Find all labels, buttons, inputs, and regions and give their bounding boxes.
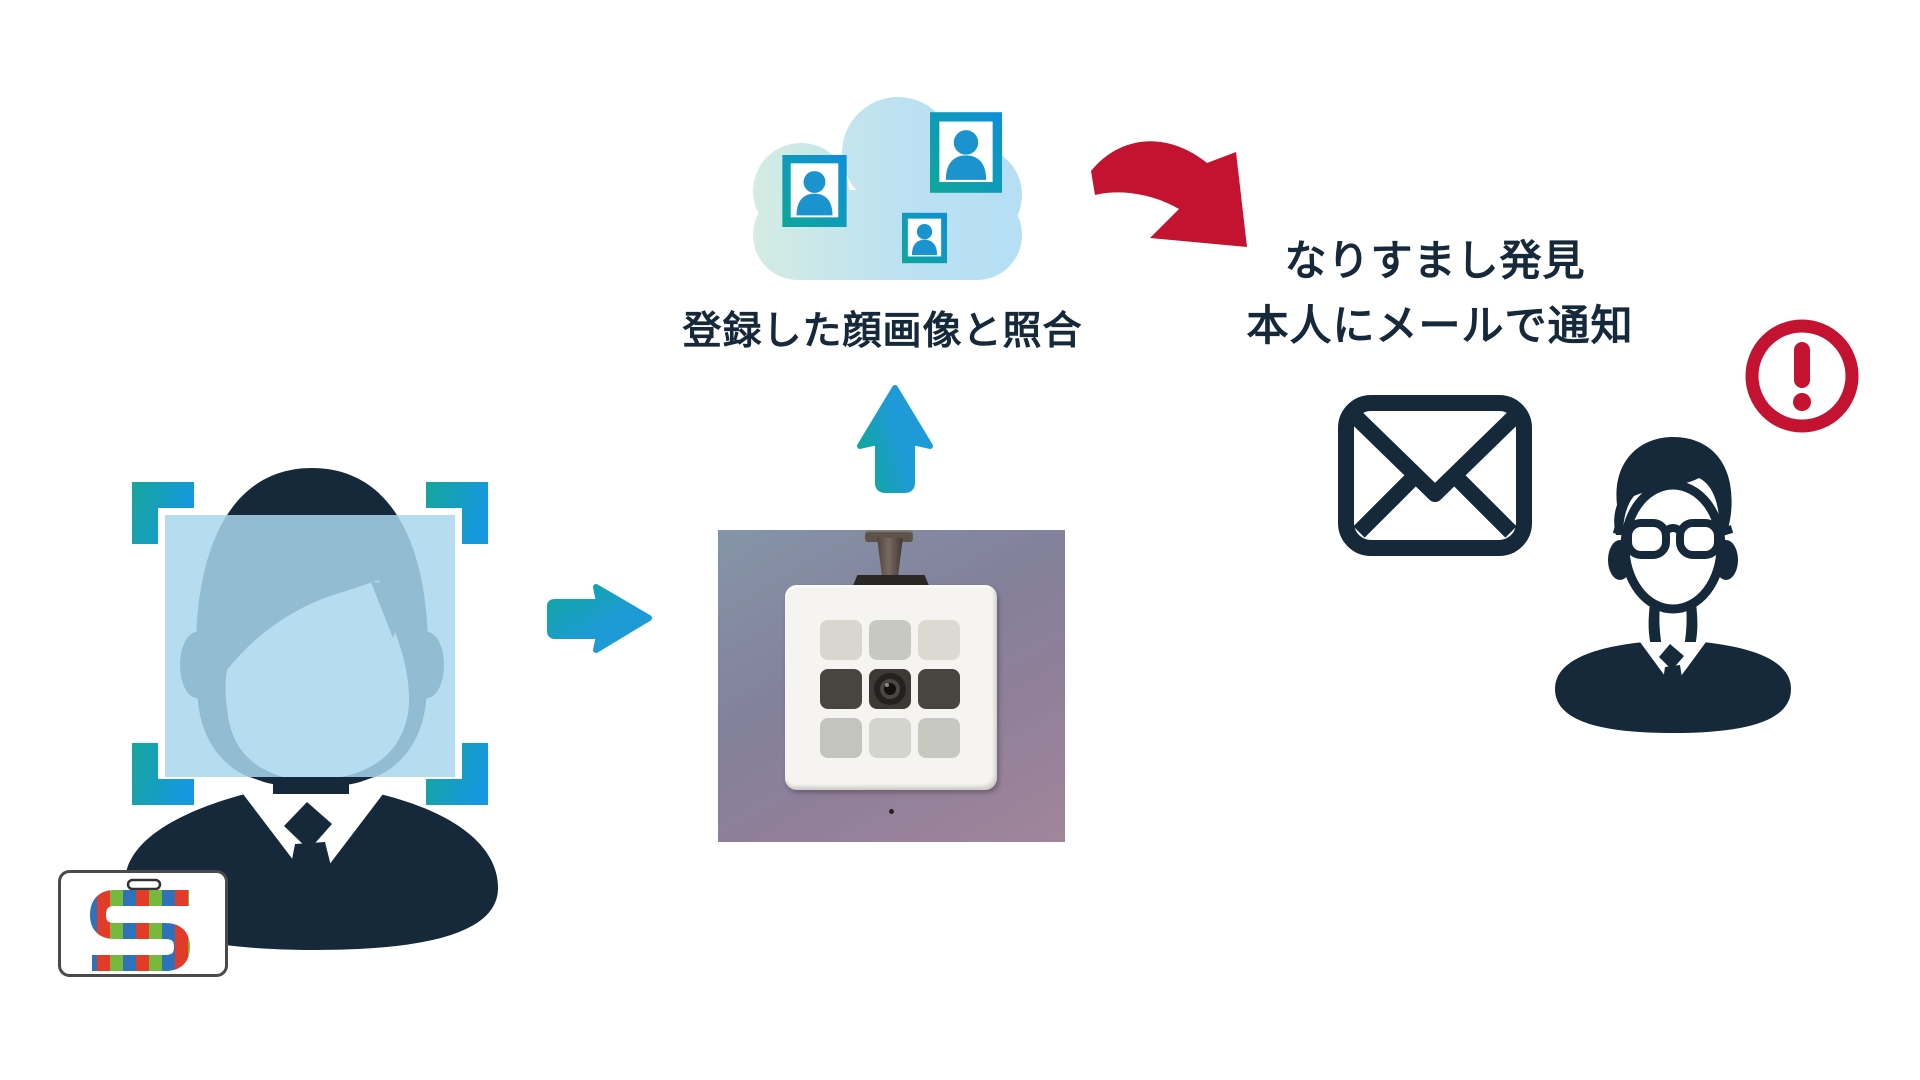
camera-pad <box>820 669 862 709</box>
camera-pad <box>918 620 960 660</box>
arrow-up-icon <box>857 385 933 493</box>
camera-device <box>785 585 997 814</box>
arrow-right-icon <box>547 584 652 653</box>
camera-pad <box>918 718 960 758</box>
glasses-icon <box>1612 519 1734 559</box>
camera-mount-stem <box>877 538 903 578</box>
camera-led-dot <box>889 809 894 814</box>
badge-slot <box>126 878 162 891</box>
face-photo-frame-icon <box>782 155 847 227</box>
face-photo-frame-icon <box>902 212 947 264</box>
face-photo-frame-icon <box>930 112 1002 193</box>
camera-pad <box>820 718 862 758</box>
camera-pad <box>869 620 911 660</box>
alert-exclamation-icon <box>1745 319 1859 433</box>
face-detection-brackets-icon <box>132 482 488 805</box>
camera-photo <box>718 530 1065 842</box>
camera-pad <box>869 718 911 758</box>
person-glasses-icon <box>1555 437 1791 733</box>
curved-arrow-icon <box>1091 141 1247 247</box>
cloud-match-caption: 登録した顔画像と照合 <box>682 310 1083 353</box>
id-badge-icon <box>58 870 228 977</box>
camera-mount-flange <box>852 575 930 588</box>
mail-icon <box>1338 395 1532 556</box>
camera-lens-icon <box>874 673 906 705</box>
badge-s-logo <box>89 890 191 971</box>
face-detection-box <box>165 515 455 777</box>
alert-caption-line1: なりすまし発見 <box>1284 237 1586 284</box>
camera-pad <box>918 669 960 709</box>
alert-caption-line2: 本人にメールで通知 <box>1246 302 1634 349</box>
face-detection-person-icon <box>125 468 498 950</box>
camera-pad <box>820 620 862 660</box>
